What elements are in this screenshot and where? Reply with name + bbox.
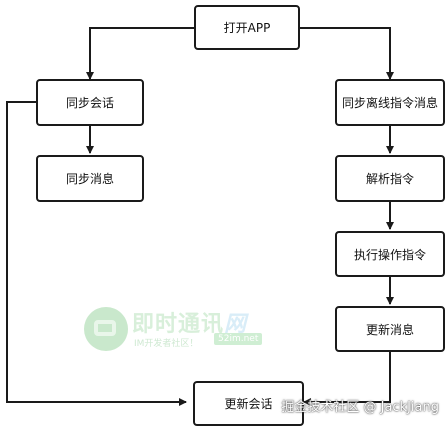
watermark-title: 即时通讯网 <box>132 306 247 338</box>
watermark-title-text: 即时通讯 <box>132 312 225 337</box>
node-sync-session: 同步会话 <box>36 79 144 126</box>
credit-text: 掘金技术社区 @ JackJiang <box>281 400 439 415</box>
node-parse-command-label: 解析指令 <box>365 172 414 186</box>
node-update-message: 更新消息 <box>335 306 445 352</box>
node-execute-command: 执行操作指令 <box>335 231 445 277</box>
node-sync-message-label: 同步消息 <box>65 172 114 186</box>
watermark-logo-icon <box>84 307 128 351</box>
edge-open-app-to-sync-session <box>86 27 194 80</box>
node-execute-command-label: 执行操作指令 <box>353 247 426 262</box>
node-parse-command: 解析指令 <box>335 155 445 202</box>
watermark-subtitle: IM开发者社区！ <box>134 339 199 349</box>
node-update-message-label: 更新消息 <box>365 322 414 337</box>
node-sync-message: 同步消息 <box>36 155 144 202</box>
edge-open-app-to-sync-offline <box>300 27 394 80</box>
node-update-session-label: 更新会话 <box>224 397 273 411</box>
watermark-site: 52im.net <box>214 333 263 345</box>
edge-sync-session-to-update-session <box>6 101 187 406</box>
watermark-title-suffix: 网 <box>224 312 248 337</box>
node-open-app: 打开APP <box>194 5 300 50</box>
node-open-app-label: 打开APP <box>223 21 271 35</box>
node-update-session: 更新会话 <box>193 381 304 426</box>
node-sync-session-label: 同步会话 <box>65 96 114 110</box>
node-sync-offline-command-message: 同步离线指令消息 <box>335 79 445 126</box>
edge-update-message-to-update-session <box>303 352 391 406</box>
node-sync-offline-command-message-label: 同步离线指令消息 <box>341 96 438 110</box>
